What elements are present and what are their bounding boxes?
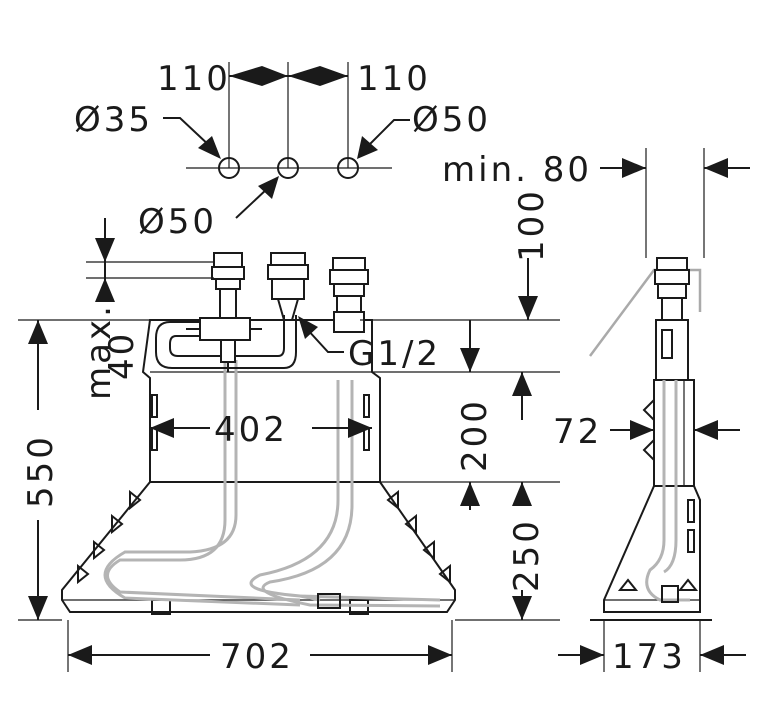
height-100-dimension (360, 258, 560, 321)
thread-label: G1/2 (348, 334, 441, 374)
height-100-label: 100 (512, 188, 552, 262)
height-200-dimension (372, 320, 560, 510)
diameter-center-label: Ø50 (138, 202, 217, 242)
width-72-dimension (610, 420, 740, 440)
max-40-label-line2: 40 (102, 331, 142, 380)
diameter-right-label: Ø50 (412, 100, 491, 140)
max-40-dimension (86, 218, 214, 302)
width-72-label: 72 (553, 412, 602, 452)
height-250-dimension (455, 482, 560, 621)
side-view (588, 257, 712, 621)
min-80-label: min. 80 (442, 150, 592, 190)
width-173-label: 173 (612, 637, 686, 677)
width-402-label: 402 (214, 410, 288, 450)
width-702-dimension (67, 620, 453, 672)
height-550-dimension (18, 319, 150, 621)
height-200-label: 200 (455, 398, 495, 472)
width-402-dimension (150, 418, 372, 438)
thread-leader (298, 316, 344, 353)
width-173-dimension (558, 620, 746, 672)
diameter-left-label: Ø35 (74, 100, 153, 140)
width-702-label: 702 (220, 637, 294, 677)
spacing-left-label: 110 (157, 59, 231, 99)
min-80-dimension (600, 148, 750, 258)
height-250-label: 250 (507, 518, 547, 592)
height-550-label: 550 (21, 434, 61, 508)
hole-pattern (163, 62, 410, 219)
max-40-label-line1: max. (79, 303, 119, 400)
spacing-right-label: 110 (357, 59, 431, 99)
